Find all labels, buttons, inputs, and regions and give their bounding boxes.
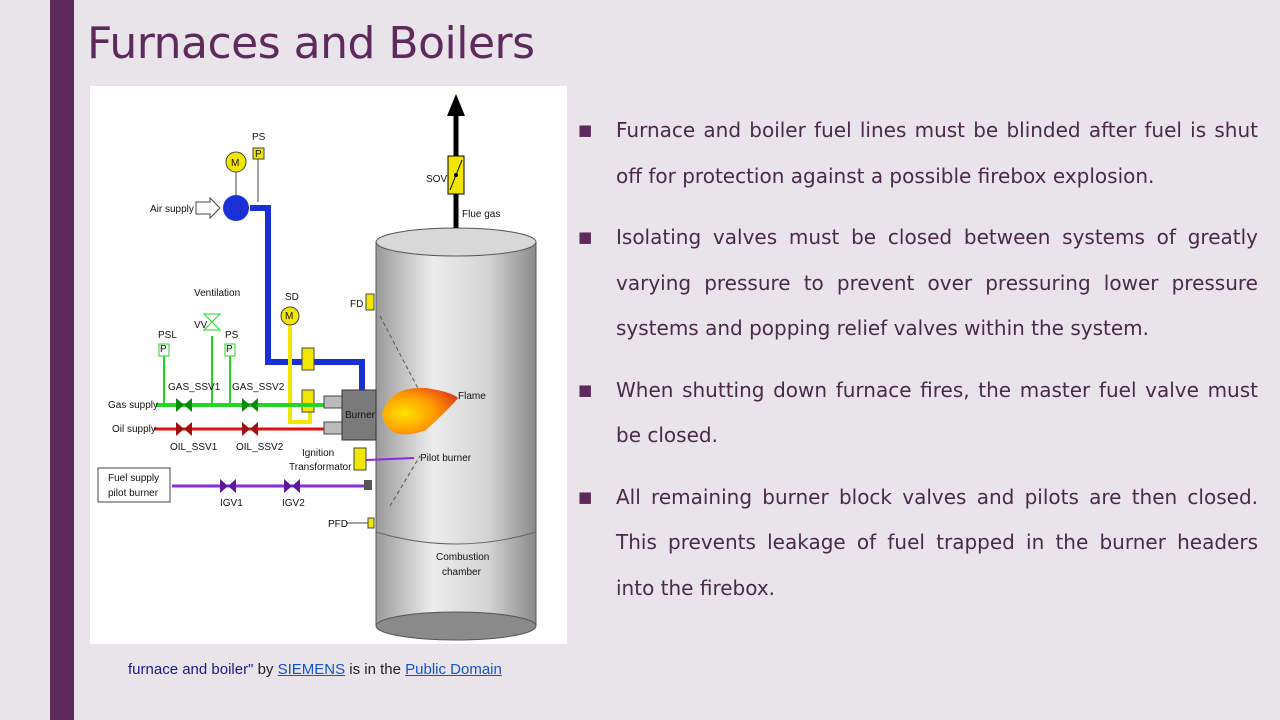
ignition-transformer	[353, 447, 367, 471]
air-supply-label: Air supply	[150, 204, 194, 215]
ignition-label: Ignition	[302, 448, 334, 459]
sov-label: SOV	[426, 174, 447, 185]
pilot-burner-supply-label: pilot burner	[108, 488, 159, 499]
gas-ssv1-label: GAS_SSV1	[168, 382, 221, 393]
flue-gas-stack	[447, 94, 465, 228]
bullet-marker-icon: ■	[578, 121, 593, 139]
combustion-label: Combustion	[436, 552, 489, 563]
sd-motor-label: M	[285, 311, 293, 322]
fd-sensor	[365, 293, 375, 311]
chamber-label: chamber	[442, 567, 482, 578]
bullet-item: ■ Isolating valves must be closed between…	[574, 215, 1258, 352]
bullet-marker-icon: ■	[578, 487, 593, 506]
pfd-label: PFD	[328, 519, 348, 530]
bullet-text: When shutting down furnace fires, the ma…	[616, 377, 1258, 448]
image-credit: furnace and boiler" by SIEMENS is in the…	[128, 661, 502, 678]
bullet-text: All remaining burner block valves and pi…	[616, 484, 1258, 600]
bullet-text: Furnace and boiler fuel lines must be bl…	[616, 118, 1258, 188]
burner-label: Burner	[345, 410, 376, 421]
bullet-marker-icon: ■	[578, 228, 593, 246]
bullet-item: ■ All remaining burner block valves and p…	[574, 475, 1258, 612]
diagram-svg: SOV Flue gas M P PS Air supply M SD FD P…	[97, 94, 537, 641]
bullet-text: Isolating valves must be closed between …	[616, 225, 1258, 340]
oil-supply-label: Oil supply	[112, 424, 156, 435]
flue-gas-label: Flue gas	[462, 209, 500, 220]
flame-shape	[382, 387, 458, 435]
credit-author-link[interactable]: SIEMENS	[277, 661, 346, 678]
flame-label: Flame	[458, 391, 486, 402]
credit-by: by	[253, 661, 278, 678]
air-supply-line	[195, 147, 365, 392]
furnace-boiler-diagram: SOV Flue gas M P PS Air supply M SD FD P…	[90, 86, 567, 644]
credit-is-in: is in the	[345, 661, 406, 678]
air-ps-p: P	[255, 149, 262, 160]
pilot-fuel-line	[97, 467, 372, 503]
bullet-item: ■ Furnace and boiler fuel lines must be b…	[574, 108, 1258, 199]
gas-supply-line	[156, 313, 336, 412]
side-accent-bar	[50, 0, 74, 720]
oil-supply-line	[154, 422, 336, 436]
psl-p: P	[160, 344, 167, 355]
bullet-marker-icon: ■	[578, 380, 593, 399]
transformator-label: Transformator	[289, 462, 352, 473]
oil-ssv2-label: OIL_SSV2	[236, 442, 284, 453]
bullet-list: ■ Furnace and boiler fuel lines must be b…	[574, 108, 1258, 627]
fd-label: FD	[350, 299, 363, 310]
burner	[323, 389, 377, 441]
gas-supply-label: Gas supply	[108, 400, 158, 411]
oil-ssv1-label: OIL_SSV1	[170, 442, 218, 453]
fuel-supply-label: Fuel supply	[108, 473, 159, 484]
ps-top-label: PS	[252, 132, 266, 143]
igv2-label: IGV2	[282, 498, 305, 509]
ps2-p: P	[226, 344, 233, 355]
pfd-sensor	[367, 517, 375, 529]
ps2-label: PS	[225, 330, 239, 341]
credit-title: furnace and boiler"	[128, 661, 254, 678]
igv1-label: IGV1	[220, 498, 243, 509]
credit-license-link[interactable]: Public Domain	[405, 661, 502, 678]
gas-ssv2-label: GAS_SSV2	[232, 382, 285, 393]
ventilation-label: Ventilation	[194, 288, 240, 299]
air-motor-label: M	[231, 158, 239, 169]
sd-label: SD	[285, 292, 299, 303]
pilot-burner-label: Pilot burner	[420, 453, 472, 464]
bullet-item: ■ When shutting down furnace fires, the m…	[574, 368, 1258, 459]
psl-label: PSL	[158, 330, 177, 341]
vv-label: VV	[194, 320, 208, 331]
slide-title: Furnaces and Boilers	[87, 18, 535, 69]
